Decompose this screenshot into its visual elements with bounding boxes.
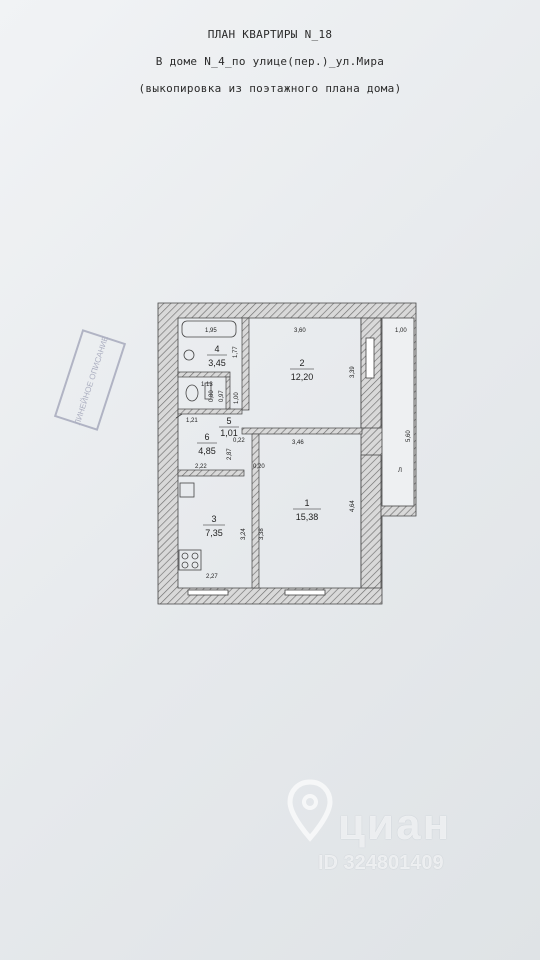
dim-corridor-gap: 0,22 (233, 438, 245, 444)
room-2-area: 12,20 (291, 372, 314, 382)
room-5-number: 5 (226, 416, 231, 426)
toilet-tank-icon (204, 382, 212, 400)
dim-corridor-height: 1,00 (234, 392, 240, 404)
plan-title: ПЛАН КВАРТИРЫ N_18 (207, 28, 333, 41)
stamp-text: ЛИНЕЙНОЕ ОПИСАНИЕ (73, 335, 110, 426)
dim-balcony-height: 5,60 (406, 430, 412, 442)
room-6-number: 6 (204, 432, 209, 442)
windows (187, 589, 326, 596)
dim-room2-height: 3,39 (350, 366, 356, 378)
dim-kitchen-height: 3,24 (241, 528, 247, 540)
room-3-area: 7,35 (205, 528, 223, 538)
dim-wc-depth: 0,80 (209, 390, 215, 402)
dim-bath-width: 1,95 (205, 328, 217, 334)
toilet-icon (185, 384, 199, 402)
dim-room1-height: 4,64 (350, 500, 356, 512)
window-kitchen (187, 589, 229, 596)
bathtub-icon (181, 320, 237, 338)
room-1-area: 15,38 (296, 512, 319, 522)
dim-wc-width: 1,13 (201, 382, 213, 388)
wall-bath-wc (177, 371, 231, 378)
room-6-area: 4,85 (198, 446, 216, 456)
dim-hall-width: 1,21 (186, 418, 198, 424)
dim-wall-thickness: 0,20 (253, 464, 265, 470)
interior-walls (177, 317, 363, 589)
dim-room1-width: 3,46 (292, 440, 304, 446)
burner-4 (191, 561, 199, 569)
burner-1 (181, 552, 189, 560)
door-arc-line (175, 413, 183, 419)
room-5-area: 1,01 (220, 428, 238, 438)
wall-hall-kitchen (177, 469, 245, 477)
dim-kitchen-width: 2,27 (206, 574, 218, 580)
wall-room2-room1 (241, 427, 363, 435)
room-1-number: 1 (304, 498, 309, 508)
balcony-area (381, 317, 415, 507)
stove-icon (178, 549, 202, 571)
dim-kitchen-wall: 3,38 (259, 528, 265, 540)
room-3-number: 3 (211, 514, 216, 524)
room-4-area: 3,45 (208, 358, 226, 368)
exterior-walls (157, 302, 417, 605)
dim-wc-height: 0,97 (219, 390, 225, 402)
kitchen-sink-icon (179, 482, 195, 498)
dim-bath-height: 1,77 (233, 346, 239, 358)
wall-wc-hall (177, 408, 243, 415)
balcony-mark: Л (398, 468, 402, 474)
stamp-border (53, 329, 127, 431)
room-2-number: 2 (299, 358, 304, 368)
wall-wc-side (225, 376, 231, 410)
room-4-number: 4 (214, 344, 219, 354)
balcony-door (365, 337, 375, 379)
extract-note: (выкопировка из поэтажного плана дома) (138, 82, 402, 95)
dim-room2-width: 3,60 (294, 328, 306, 334)
right-wall-lower (360, 454, 382, 589)
burner-2 (191, 552, 199, 560)
burner-3 (181, 561, 189, 569)
wall-kitchen-room1 (251, 433, 260, 589)
address-line: В доме N_4_по улице(пер.)_ул.Мира (155, 55, 385, 68)
dim-hall-bottom: 2,22 (195, 464, 207, 470)
stamp: ЛИНЕЙНОЕ ОПИСАНИЕ (53, 329, 127, 431)
location-pin-icon (287, 779, 333, 842)
window-room1 (284, 589, 326, 596)
wall-bath-room2 (241, 317, 250, 411)
watermark-id: ID 324801409 (318, 852, 444, 874)
dim-balcony-width: 1,00 (395, 328, 407, 334)
dim-hall-height: 2,87 (227, 448, 233, 460)
fixtures (175, 320, 237, 571)
sink-icon (183, 349, 195, 361)
watermark-brand: циан (338, 800, 452, 849)
